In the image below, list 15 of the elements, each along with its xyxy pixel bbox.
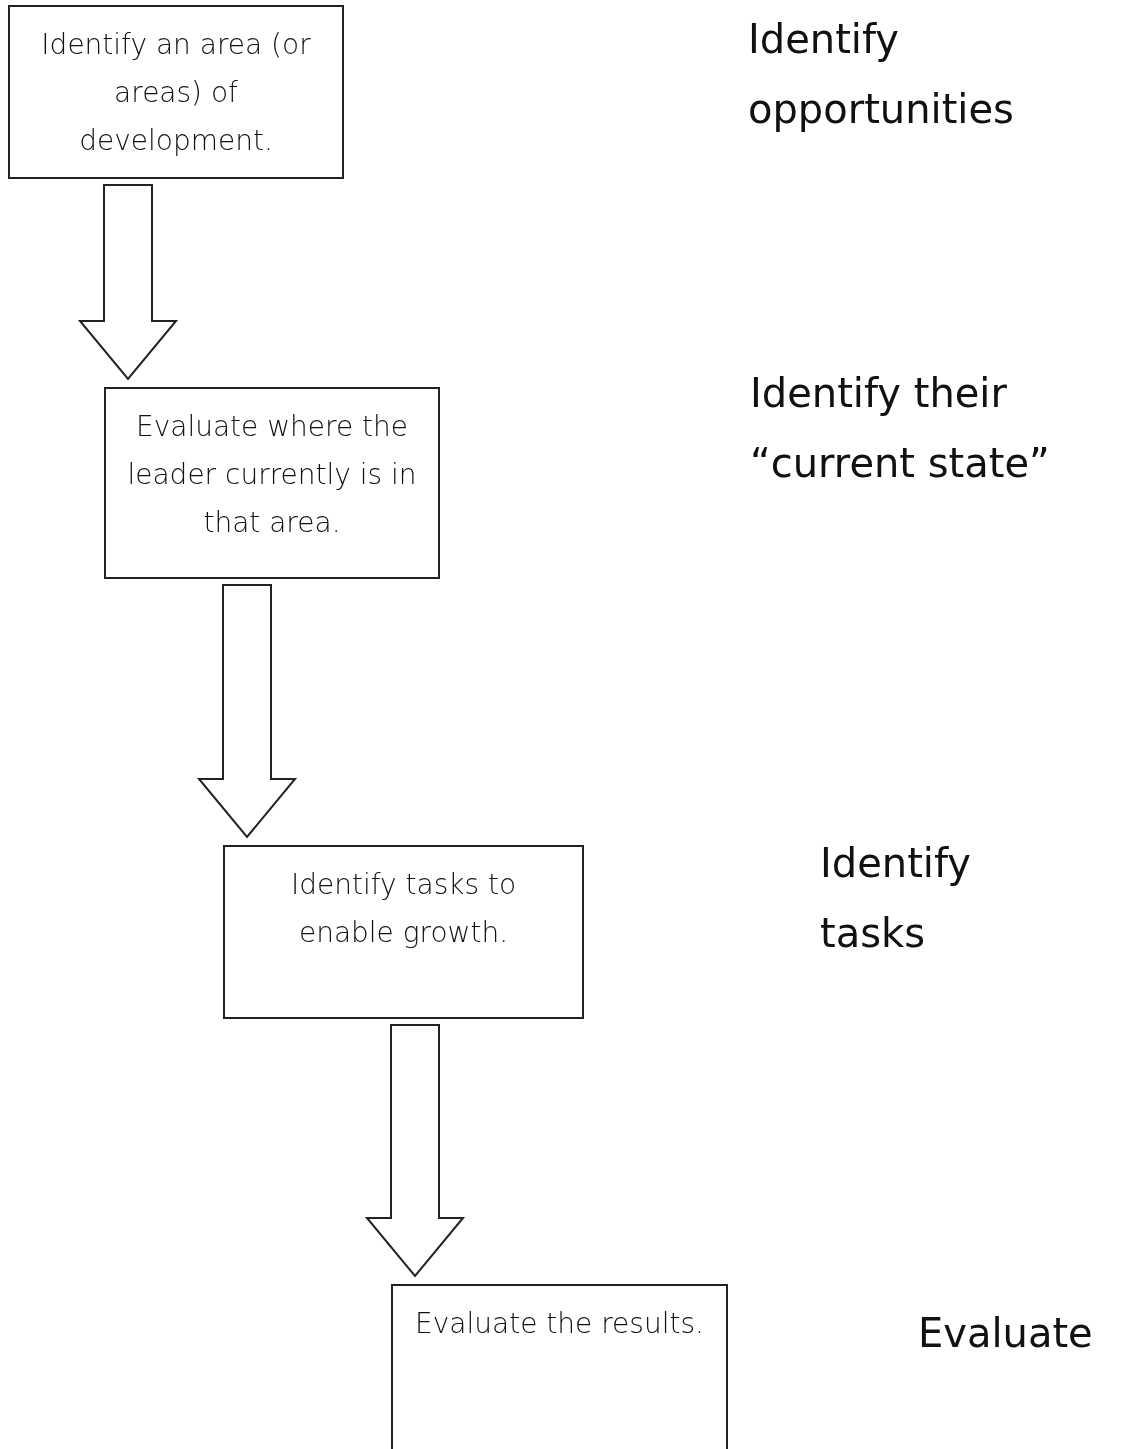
block-arrow <box>77 184 179 381</box>
step-text: Evaluate the results. <box>414 1306 705 1342</box>
block-arrow <box>364 1024 466 1278</box>
stage-label: Evaluate <box>918 1309 1094 1358</box>
process-box <box>104 387 440 579</box>
step-text: Identify tasks to enable growth. <box>289 867 518 951</box>
stage-label: Identify opportunities <box>748 15 1015 134</box>
stage-label: Identify tasks <box>820 839 972 958</box>
step-text: Identify an area (or areas) of development. <box>40 27 312 159</box>
process-box <box>391 1284 728 1449</box>
step-text: Evaluate where the leader currently is in that area. <box>126 409 418 541</box>
stage-label: Identify their “current state” <box>750 369 1051 488</box>
process-box <box>223 845 584 1019</box>
process-box <box>8 5 344 179</box>
block-arrow <box>196 584 298 839</box>
